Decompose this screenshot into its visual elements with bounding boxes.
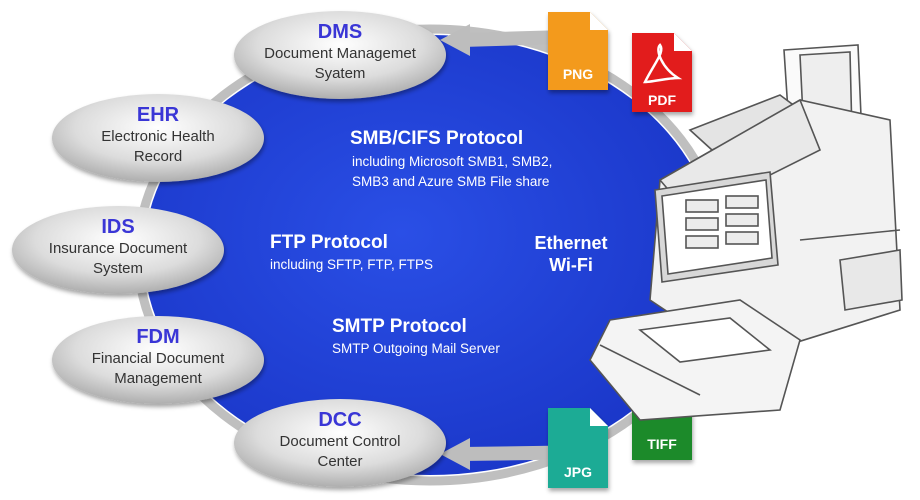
oval-ids: [12, 206, 224, 294]
smb-protocol-detail-2: SMB3 and Azure SMB File share: [352, 174, 550, 189]
oval-dms: [234, 11, 446, 99]
pdf-file-icon: [632, 33, 692, 112]
system-abbr: EHR: [136, 104, 180, 126]
system-name-line1: Electronic Health: [101, 128, 215, 145]
system-name-line1: Insurance Document: [48, 240, 188, 257]
system-abbr: IDS: [101, 216, 135, 238]
smtp-protocol-detail: SMTP Outgoing Mail Server: [332, 341, 500, 356]
system-name-line2: Record: [133, 148, 183, 165]
system-abbr: FDM: [136, 326, 180, 348]
system-name-line1: Financial Document: [91, 350, 225, 367]
format-pdf-label: PDF: [648, 92, 676, 108]
format-tiff-label: TIFF: [647, 436, 677, 452]
oval-ehr: [52, 94, 264, 182]
system-dcc: DCC Document Control Center: [240, 408, 440, 472]
system-ids: IDS Insurance Document System: [18, 215, 218, 279]
ftp-protocol-detail: including SFTP, FTP, FTPS: [270, 257, 434, 272]
acrobat-icon: [642, 43, 683, 84]
oval-dcc: [234, 399, 446, 487]
oval-fdm: [52, 316, 264, 404]
ftp-protocol-title: FTP Protocol: [270, 232, 388, 253]
system-fdm: FDM Financial Document Management: [58, 325, 258, 389]
system-name-line1: Document Control: [279, 433, 401, 450]
system-dms: DMS Document Managemet Syatem: [240, 20, 440, 84]
system-abbr: DMS: [317, 21, 363, 43]
system-name-line2: Syatem: [314, 65, 366, 82]
network-wifi: Wi-Fi: [549, 255, 593, 275]
format-png-label: PNG: [562, 66, 594, 82]
smb-protocol-title: SMB/CIFS Protocol: [350, 128, 524, 149]
scanner-illustration: [589, 44, 903, 421]
network-types: Ethernet Wi-Fi: [516, 232, 626, 276]
png-file-icon: [548, 12, 608, 90]
system-name-line2: System: [92, 260, 143, 277]
network-ethernet: Ethernet: [534, 233, 608, 253]
jpg-file-icon: [548, 408, 608, 488]
network-hub: [144, 35, 716, 475]
smtp-protocol-title: SMTP Protocol: [332, 316, 467, 337]
format-jpg-label: JPG: [563, 464, 592, 480]
system-ehr: EHR Electronic Health Record: [58, 103, 258, 167]
system-abbr: DCC: [318, 409, 362, 431]
system-name-line2: Management: [114, 370, 202, 387]
system-name-line1: Document Managemet: [264, 45, 416, 62]
system-name-line2: Center: [317, 453, 363, 470]
smb-protocol-detail-1: including Microsoft SMB1, SMB2,: [352, 154, 553, 169]
